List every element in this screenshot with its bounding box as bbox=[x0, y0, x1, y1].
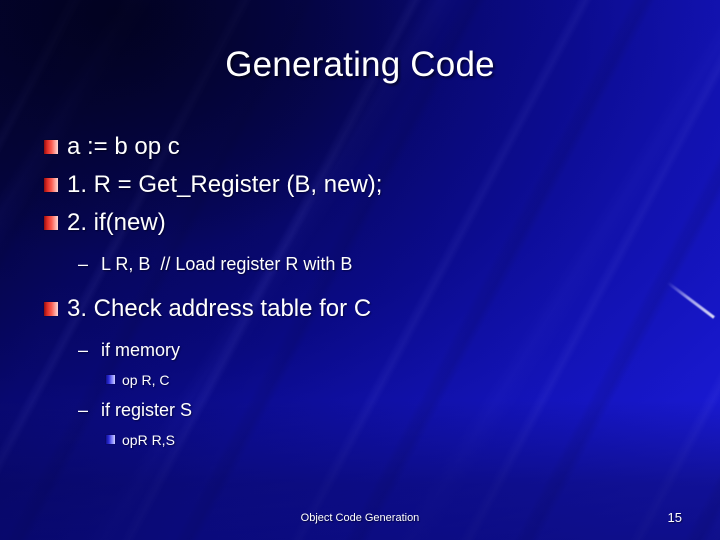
spacer bbox=[28, 280, 688, 290]
slide-body: a := b op c 1. R = Get_Register (B, new)… bbox=[28, 128, 688, 454]
bullet-text: opR R,S bbox=[122, 432, 175, 448]
bullet-item-level1: 3. Check address table for C bbox=[28, 290, 688, 328]
bullet-text: L R, B // Load register R with B bbox=[101, 254, 353, 274]
bullet-item-level3: opR R,S bbox=[28, 426, 688, 454]
small-square-bullet-icon bbox=[106, 435, 115, 444]
bullet-item-level2: – if register S bbox=[28, 394, 688, 426]
small-square-bullet-icon bbox=[106, 375, 115, 384]
dash-bullet-icon: – bbox=[78, 400, 89, 420]
bullet-text: if memory bbox=[101, 340, 181, 360]
dash-bullet-icon: – bbox=[78, 340, 89, 360]
bullet-item-level2: – L R, B // Load register R with B bbox=[28, 248, 688, 280]
bullet-item-level1: a := b op c bbox=[28, 128, 688, 166]
bullet-text: a := b op c bbox=[67, 133, 180, 160]
dash-bullet-icon: – bbox=[78, 254, 89, 274]
square-bullet-icon bbox=[44, 178, 58, 192]
bullet-item-level1: 1. R = Get_Register (B, new); bbox=[28, 166, 688, 204]
slide-footer: Object Code Generation bbox=[300, 512, 420, 524]
slide-title: Generating Code bbox=[225, 45, 495, 84]
square-bullet-icon bbox=[44, 216, 58, 230]
slide-background-bottom-shade bbox=[0, 399, 720, 540]
bullet-item-level3: op R, C bbox=[28, 366, 688, 394]
bullet-text: if register S bbox=[101, 400, 193, 420]
bullet-text: 3. Check address table for C bbox=[67, 295, 372, 322]
bullet-item-level2: – if memory bbox=[28, 334, 688, 366]
slide-background-dark-corner bbox=[0, 0, 468, 297]
bullet-text: op R, C bbox=[122, 372, 170, 388]
bullet-item-level1: 2. if(new) bbox=[28, 204, 688, 242]
square-bullet-icon bbox=[44, 302, 58, 316]
bullet-text: 2. if(new) bbox=[67, 209, 166, 236]
bullet-text: 1. R = Get_Register (B, new); bbox=[67, 171, 383, 198]
slide-page-number: 15 bbox=[667, 510, 682, 525]
square-bullet-icon bbox=[44, 140, 58, 154]
